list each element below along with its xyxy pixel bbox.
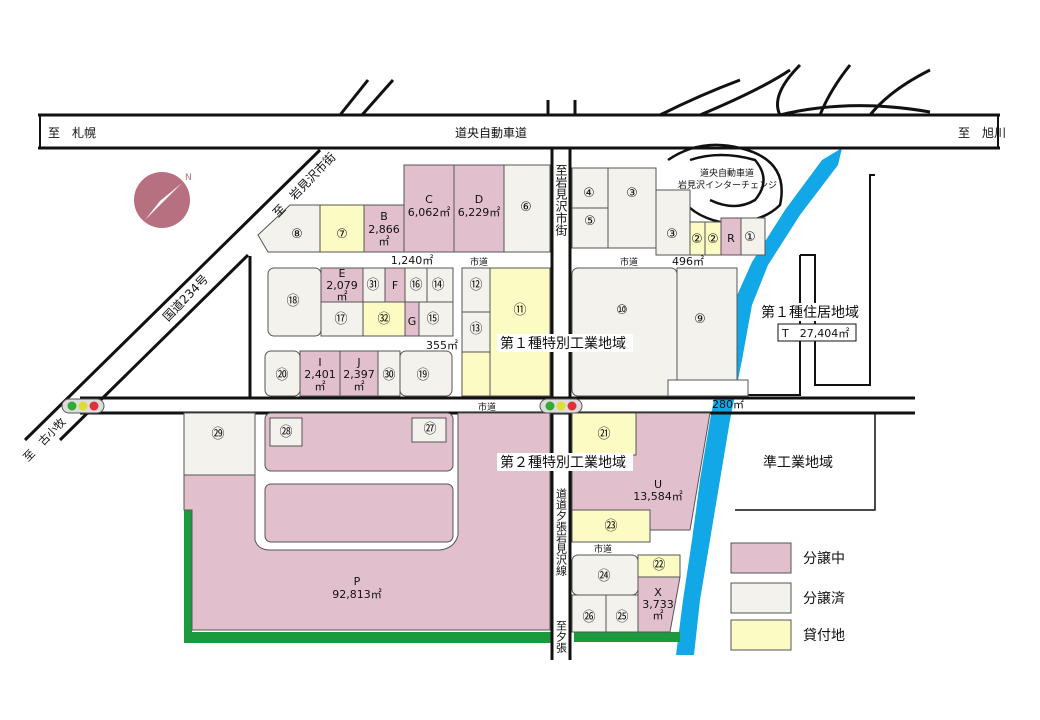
lot-number-22: ㉒ xyxy=(652,558,665,573)
compass-icon: N xyxy=(134,172,192,228)
interchange-loop xyxy=(667,143,783,224)
zone-label-3: 第１種住居地域 xyxy=(761,304,859,321)
lot-e-name: E xyxy=(339,267,346,280)
lot-number-11: ⑪ xyxy=(513,303,526,318)
lot-number-30: ㉚ xyxy=(382,368,395,383)
lot-number-12: ⑫ xyxy=(469,278,482,293)
lot-d-name: D xyxy=(475,193,483,206)
lot-number-2a: ② xyxy=(691,232,703,247)
city-road-label-4: 市道 xyxy=(594,543,612,555)
lot-i-name: I xyxy=(318,356,321,369)
green-belt-2 xyxy=(574,632,680,642)
lot-f-area: 1,240㎡ xyxy=(391,254,434,267)
lot-number-4: ④ xyxy=(583,186,595,201)
lot-p-name: P xyxy=(354,575,361,588)
lot-u-name: U xyxy=(654,478,662,491)
city-road-label-3: 市道 xyxy=(478,401,496,413)
lot-number-17: ⑰ xyxy=(334,312,347,327)
lot-number-2b: ② xyxy=(707,232,719,247)
lot-f-name: F xyxy=(392,279,398,292)
lot-b-area-1: 2,866 xyxy=(368,223,400,236)
lot-p-area: 92,813㎡ xyxy=(332,588,382,601)
lot-number-21: ㉑ xyxy=(597,427,610,442)
traffic-light-center xyxy=(539,398,583,414)
to-asahikawa-label: 至 旭川 xyxy=(958,126,1006,140)
lot-number-3a: ③ xyxy=(626,186,638,201)
to-sapporo-label: 至 札幌 xyxy=(48,125,96,140)
lot-b-area-2: ㎡ xyxy=(379,235,390,248)
lot-x-name: X xyxy=(654,586,662,599)
city-road-label-1: 市道 xyxy=(470,256,488,268)
lot-g-name: G xyxy=(408,315,417,328)
lot-number-28: ㉘ xyxy=(279,425,292,440)
lot-r-name: R xyxy=(727,232,735,245)
zone-label-2: 第２種特別工業地域 xyxy=(500,454,626,471)
lot-number-3b: ③ xyxy=(666,227,678,242)
lot-number-1: ① xyxy=(744,230,756,245)
legend: 分譲中 分譲済 貸付地 xyxy=(730,542,845,651)
legend-for-sale: 分譲中 xyxy=(803,551,845,567)
legend-sold: 分譲済 xyxy=(803,591,845,607)
legend-swatch-for-sale xyxy=(730,542,792,574)
lot-number-13: ⑬ xyxy=(469,322,482,337)
lot-e-area-1: 2,079 xyxy=(326,279,358,292)
route-234 xyxy=(23,148,322,442)
zone-label-1: 第１種特別工業地域 xyxy=(500,335,626,352)
lot-number-5: ⑤ xyxy=(584,214,596,229)
lot-number-32: ㉜ xyxy=(377,312,390,327)
zone-3-area: T 27,404㎡ xyxy=(781,327,849,340)
block-top-left xyxy=(257,204,321,253)
lot-g-area: 355㎡ xyxy=(426,339,458,352)
route-yubari-label: 道道夕張岩見沢線 xyxy=(555,487,568,576)
lot-e-area-2: ㎡ xyxy=(337,290,348,303)
lot-number-15: ⑮ xyxy=(426,312,439,327)
lot-number-23: ㉓ xyxy=(604,519,617,534)
lot-j-area-2: ㎡ xyxy=(354,380,365,393)
lot-u-area: 13,584㎡ xyxy=(633,490,683,503)
lot-number-6: ⑥ xyxy=(520,200,532,215)
city-road-label-2: 市道 xyxy=(620,256,638,268)
lot-c-name: C xyxy=(425,193,433,206)
lot-number-8: ⑧ xyxy=(291,227,303,242)
lot-number-27: ㉗ xyxy=(423,422,436,437)
lot-r-area: 496㎡ xyxy=(672,255,704,268)
river xyxy=(676,148,842,655)
lot-number-7: ⑦ xyxy=(336,227,348,242)
to-iwamizawa-vertical: 至岩見沢市街 xyxy=(554,164,568,236)
compass-label: N xyxy=(185,173,192,183)
lot-number-16: ⑯ xyxy=(409,278,422,293)
lot-j-area-1: 2,397 xyxy=(343,368,375,381)
lot-number-24: ㉔ xyxy=(597,569,610,584)
lot-number-9: ⑨ xyxy=(694,312,706,327)
lot-c-area: 6,062㎡ xyxy=(408,206,451,219)
lot-number-19: ⑲ xyxy=(416,368,429,383)
interchange-label-1: 道央自動車道 xyxy=(700,167,754,179)
lot-i-area-1: 2,401 xyxy=(304,368,336,381)
lot-b-name: B xyxy=(380,210,388,223)
lot-number-26: ㉖ xyxy=(582,610,595,625)
lot-i-area-2: ㎡ xyxy=(315,380,326,393)
legend-swatch-sold xyxy=(730,582,792,614)
legend-leased: 貸付地 xyxy=(803,628,845,644)
lot-number-25: ㉕ xyxy=(615,610,628,625)
lot-x-area-1: 3,733 xyxy=(642,598,674,611)
lot-number-31: ㉛ xyxy=(366,278,379,293)
lot-d-area: 6,229㎡ xyxy=(458,206,501,219)
lot-number-14: ⑭ xyxy=(431,278,444,293)
expressway xyxy=(38,63,1000,150)
expressway-label: 道央自動車道 xyxy=(455,126,527,140)
interchange-label-2: 岩見沢インターチェンジ xyxy=(678,179,777,191)
lot-j-name: J xyxy=(356,356,360,369)
lot-s-area: 280㎡ xyxy=(712,398,744,411)
to-yubari-label: 至夕張 xyxy=(555,620,568,654)
zone-label-4: 準工業地域 xyxy=(763,455,833,471)
lot-number-10: ⑩ xyxy=(616,303,628,318)
lot-x-area-2: ㎡ xyxy=(653,609,664,622)
lot-number-18: ⑱ xyxy=(286,294,299,309)
lot-number-29: ㉙ xyxy=(211,427,224,442)
legend-swatch-leased xyxy=(730,619,792,651)
traffic-light-left xyxy=(61,398,105,414)
lot-number-20: ⑳ xyxy=(275,368,288,383)
